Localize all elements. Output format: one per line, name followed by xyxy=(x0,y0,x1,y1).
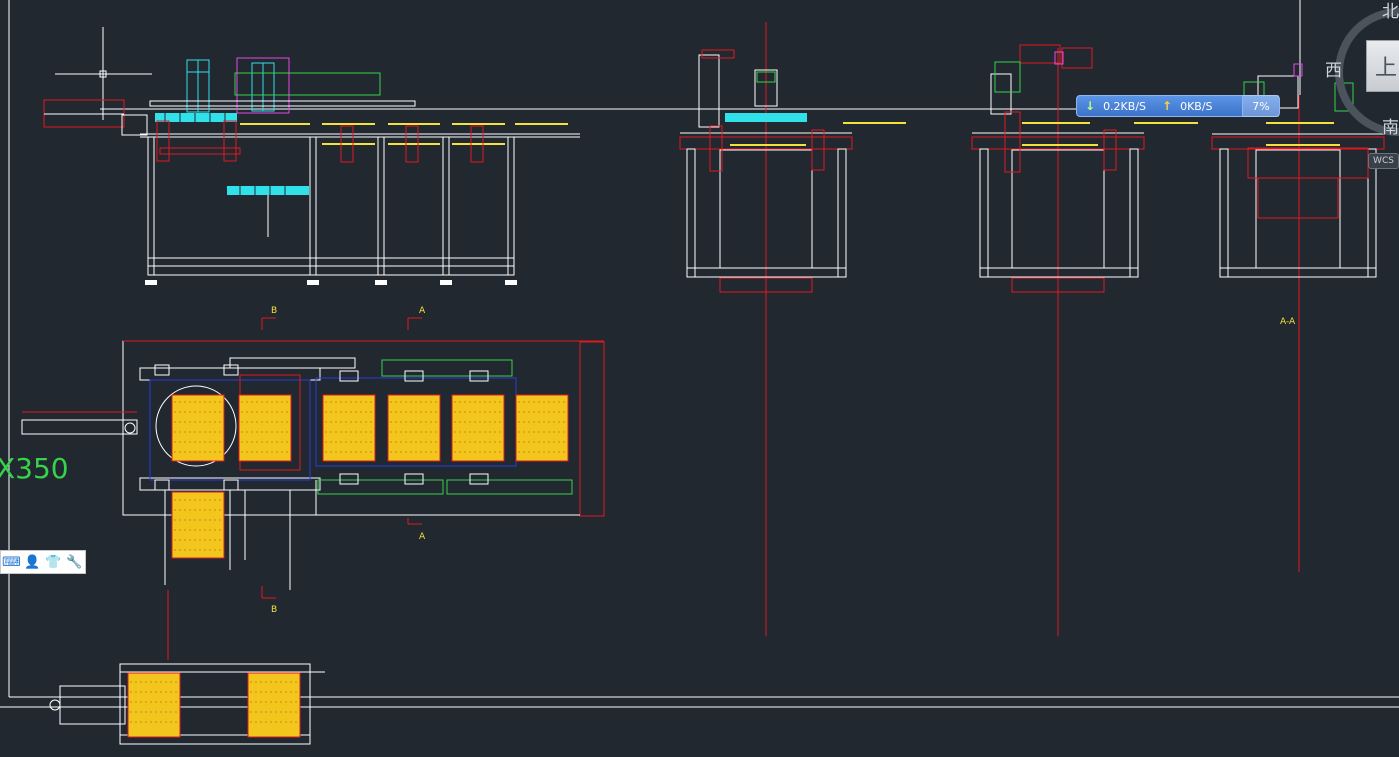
section-label-b-top: B xyxy=(271,306,277,316)
upload-arrow-icon: ↑ xyxy=(1162,99,1173,113)
wcs-menu-button[interactable]: WCS xyxy=(1368,153,1399,169)
side-view-2 xyxy=(971,44,1198,636)
side-view-1 xyxy=(679,22,906,636)
user-card-icon[interactable]: 👤 xyxy=(24,554,41,570)
download-arrow-icon: ↓ xyxy=(1085,99,1096,113)
section-view-aa xyxy=(1211,63,1385,572)
viewcube-south-label[interactable]: 南 xyxy=(1382,118,1399,138)
viewcube-north-label[interactable]: 北 xyxy=(1382,2,1399,22)
section-label-b-bottom: B xyxy=(271,605,277,615)
drawing-frame xyxy=(0,0,1399,708)
ime-toolbar: ⌨ 👤 👕 🔧 xyxy=(0,550,86,574)
download-speed: ↓ 0.2KB/S xyxy=(1077,99,1146,113)
dimension-text: X350 xyxy=(0,452,69,485)
section-label-aa: A-A xyxy=(1280,317,1296,327)
viewcube-ring[interactable] xyxy=(1335,8,1399,136)
bottom-partial-view xyxy=(49,663,325,745)
front-elevation xyxy=(43,57,1130,285)
viewcube-west-label[interactable]: 西 xyxy=(1325,61,1342,81)
download-speed-value: 0.2KB/S xyxy=(1103,99,1147,113)
section-label-a-bottom: A xyxy=(419,532,426,542)
upload-speed: ↑ 0KB/S xyxy=(1146,99,1213,113)
keyboard-icon[interactable]: ⌨ xyxy=(2,554,21,570)
plan-view xyxy=(21,317,605,660)
viewcube-top-label: 上 xyxy=(1374,56,1397,81)
section-label-a-top: A xyxy=(419,306,426,316)
usage-percent: 7% xyxy=(1242,95,1279,117)
viewcube-top-face[interactable]: 上 xyxy=(1366,40,1399,92)
upload-speed-value: 0KB/S xyxy=(1180,99,1213,113)
tray-group-plan xyxy=(171,394,569,559)
crosshair-cursor xyxy=(55,27,152,120)
network-monitor-widget[interactable]: ↓ 0.2KB/S ↑ 0KB/S 7% xyxy=(1076,95,1280,117)
shirt-icon[interactable]: 👕 xyxy=(45,554,62,570)
wrench-icon[interactable]: 🔧 xyxy=(66,554,83,570)
